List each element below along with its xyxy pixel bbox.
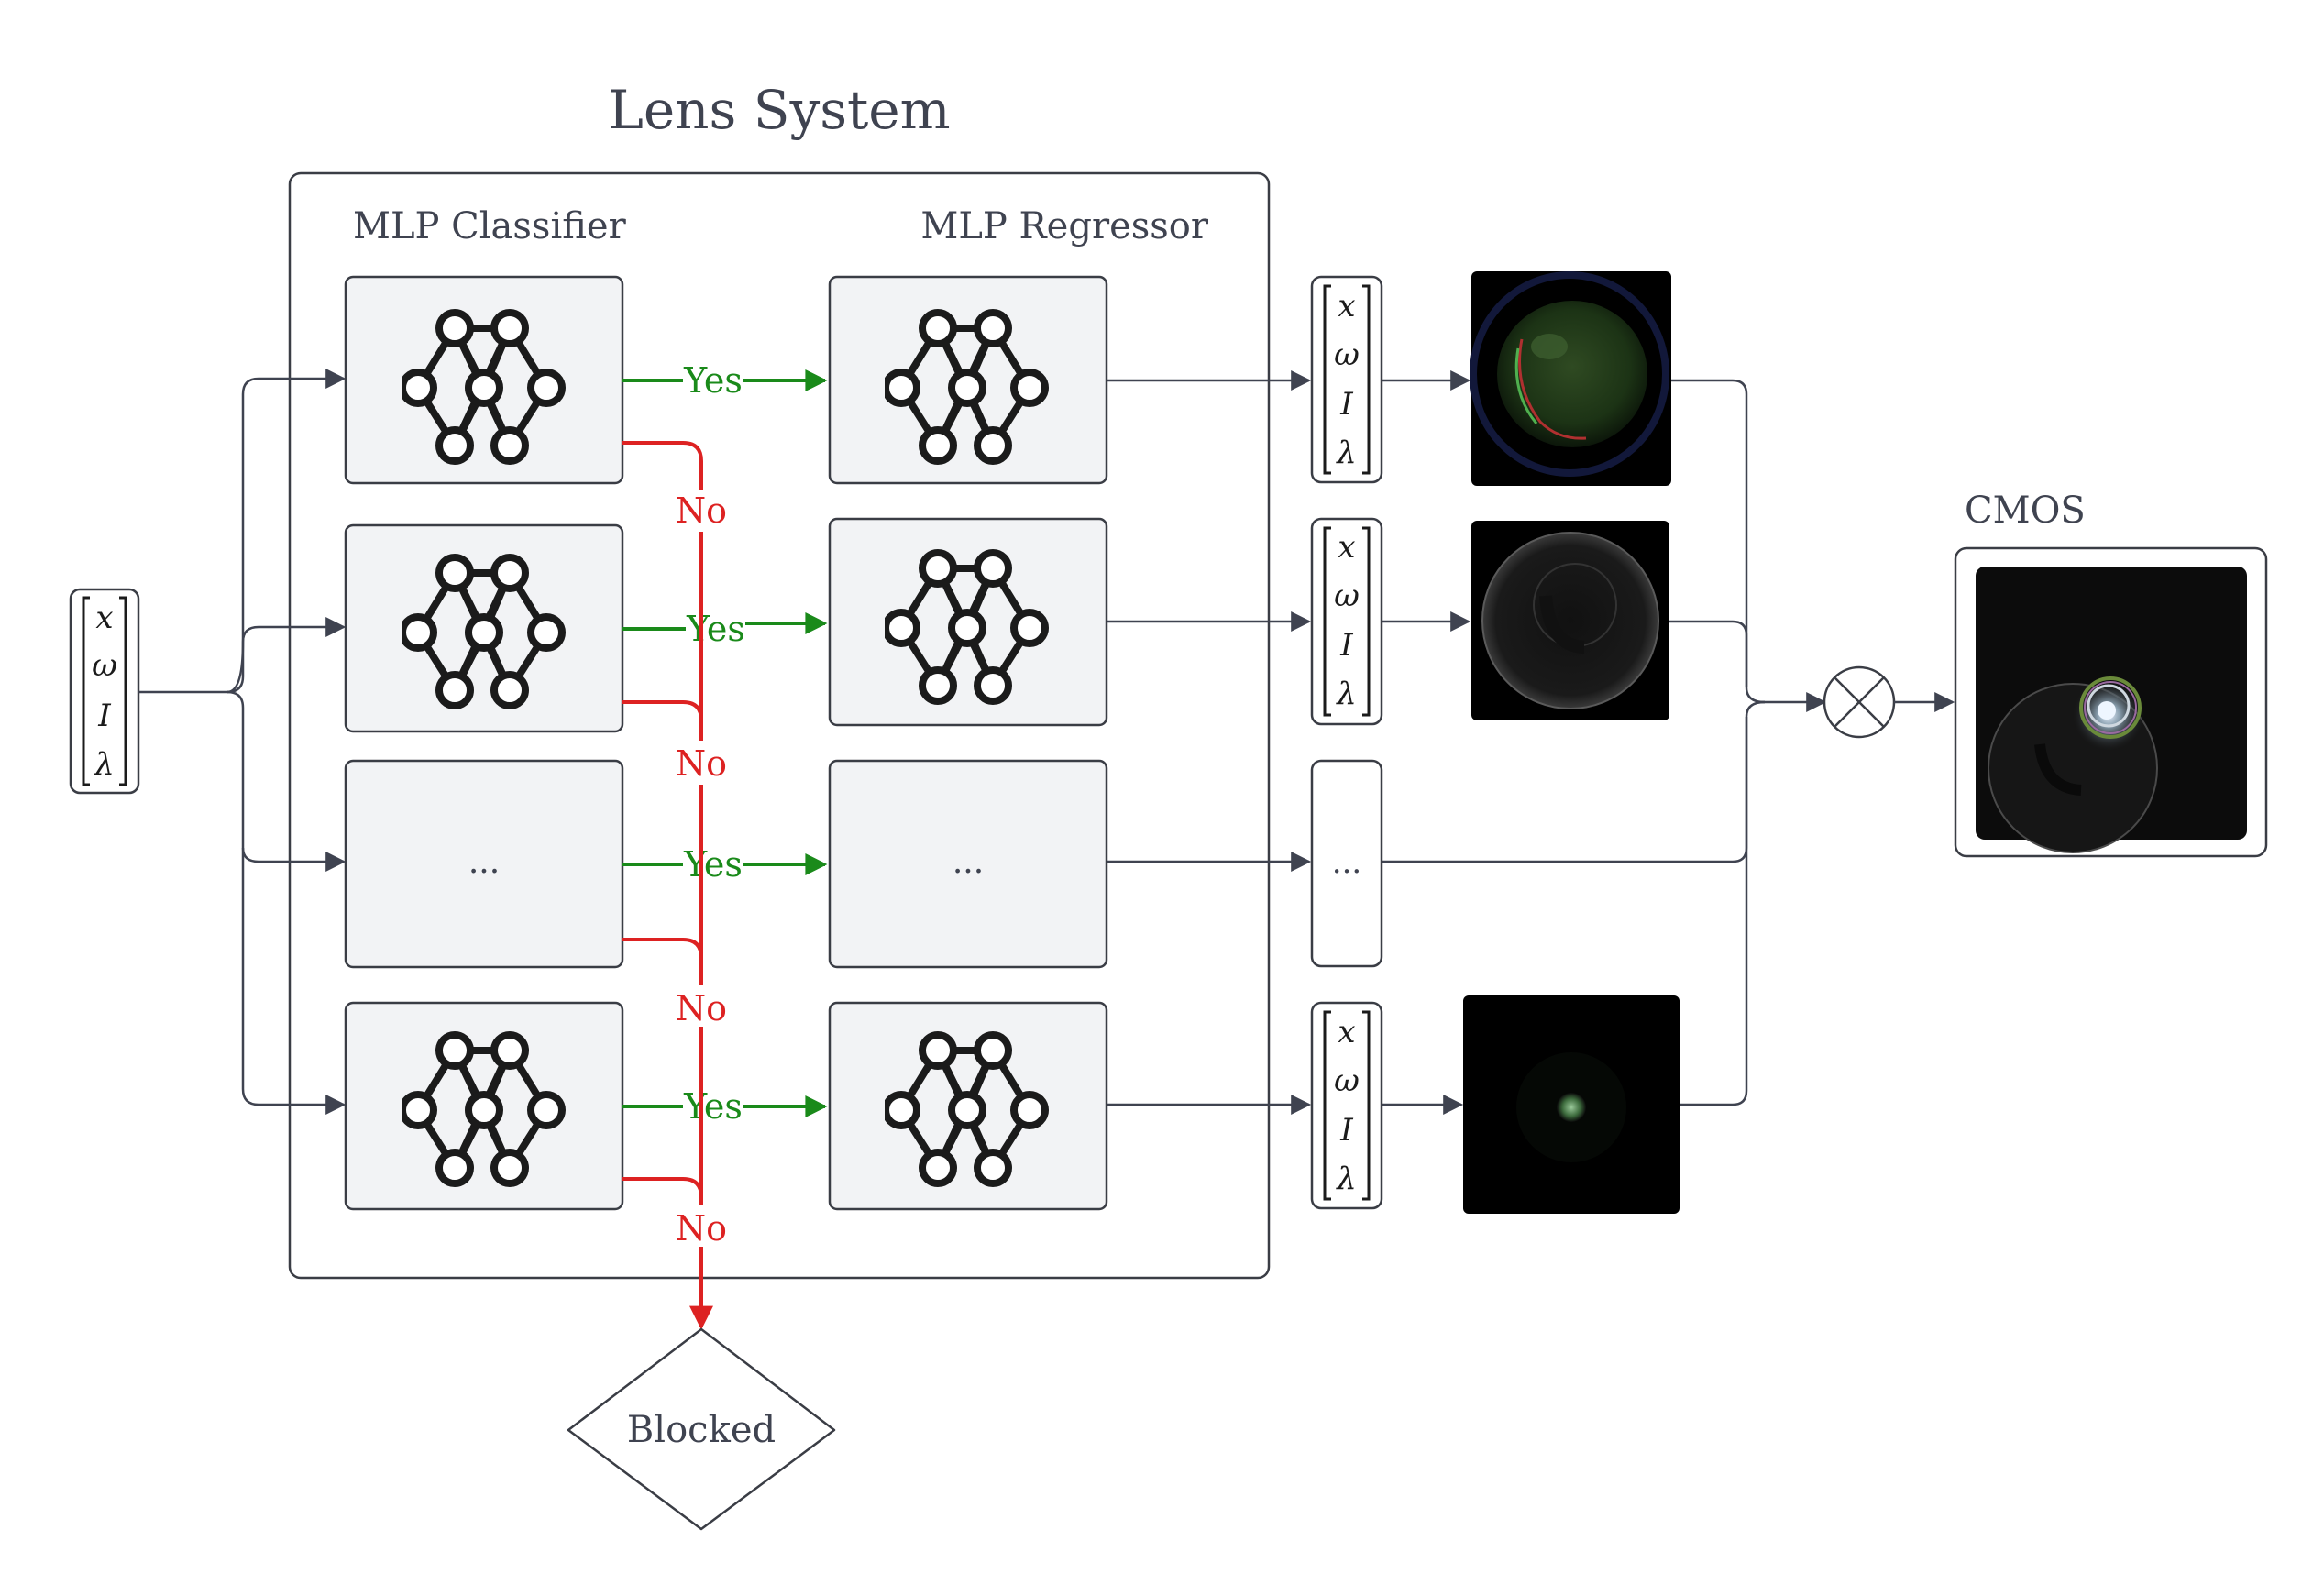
- vector-image-arrows: [1382, 370, 1471, 1115]
- output-vector-1: x ω I λ: [1310, 275, 1383, 484]
- svg-text:I: I: [1339, 386, 1353, 423]
- svg-text:x: x: [1338, 288, 1355, 324]
- svg-text:ω: ω: [92, 647, 117, 684]
- svg-text:No: No: [676, 1208, 727, 1248]
- flare-image-1: [1470, 271, 1671, 486]
- blocked-node: Blocked: [567, 1327, 836, 1531]
- output-vector-2: x ω I λ: [1310, 517, 1383, 726]
- row-1: [344, 275, 1108, 485]
- svg-text:Yes: Yes: [683, 1086, 743, 1127]
- svg-text:λ: λ: [1335, 434, 1357, 471]
- row-3: ... ...: [344, 759, 1108, 969]
- multiply-circle-icon: [1823, 666, 1896, 739]
- merge-connectors: [1382, 379, 1827, 1106]
- svg-text:I: I: [97, 698, 111, 734]
- svg-text:ω: ω: [1334, 1062, 1360, 1099]
- flare-image-2: [1471, 521, 1669, 720]
- output-vector-3: ...: [1310, 759, 1383, 968]
- svg-text:x: x: [95, 600, 113, 636]
- svg-text:ω: ω: [1334, 336, 1360, 373]
- svg-text:λ: λ: [1335, 676, 1357, 712]
- svg-text:Yes: Yes: [683, 360, 743, 401]
- cmos-label: CMOS: [1965, 490, 2086, 532]
- regressor-output-arrows: [1107, 370, 1312, 1115]
- row-4: [344, 1001, 1108, 1211]
- svg-text:x: x: [1338, 529, 1355, 566]
- svg-text:Yes: Yes: [683, 844, 743, 885]
- diagram-title: Lens System: [608, 79, 950, 141]
- yes-arrows: [622, 369, 828, 1117]
- svg-text:...: ...: [1332, 844, 1361, 881]
- input-connectors: [138, 368, 347, 1115]
- svg-text:I: I: [1339, 627, 1353, 664]
- svg-text:λ: λ: [93, 746, 115, 783]
- regressor-box-3: [828, 759, 1108, 969]
- svg-text:No: No: [676, 743, 727, 784]
- svg-text:ω: ω: [1334, 578, 1360, 614]
- svg-text:Yes: Yes: [686, 609, 745, 649]
- svg-text:I: I: [1339, 1112, 1353, 1149]
- svg-text:Blocked: Blocked: [627, 1409, 776, 1451]
- mlp-regressor-label: MLP Regressor: [920, 205, 1208, 248]
- flare-image-4: [1463, 996, 1680, 1214]
- svg-text:No: No: [676, 490, 727, 531]
- svg-text:x: x: [1338, 1014, 1355, 1050]
- svg-text:...: ...: [468, 843, 500, 881]
- mlp-classifier-label: MLP Classifier: [353, 205, 627, 248]
- svg-text:No: No: [676, 988, 727, 1028]
- svg-text:λ: λ: [1335, 1160, 1357, 1197]
- no-labels: No No No No: [676, 490, 727, 1248]
- cmos-sensor: [1954, 546, 2268, 858]
- lens-system-container: [288, 171, 1271, 1280]
- input-vector: x ω I λ: [69, 588, 140, 795]
- no-path: [622, 441, 713, 1330]
- yes-labels: Yes Yes Yes Yes: [683, 360, 745, 1127]
- svg-text:...: ...: [953, 843, 984, 881]
- output-vector-4: x ω I λ: [1310, 1001, 1383, 1210]
